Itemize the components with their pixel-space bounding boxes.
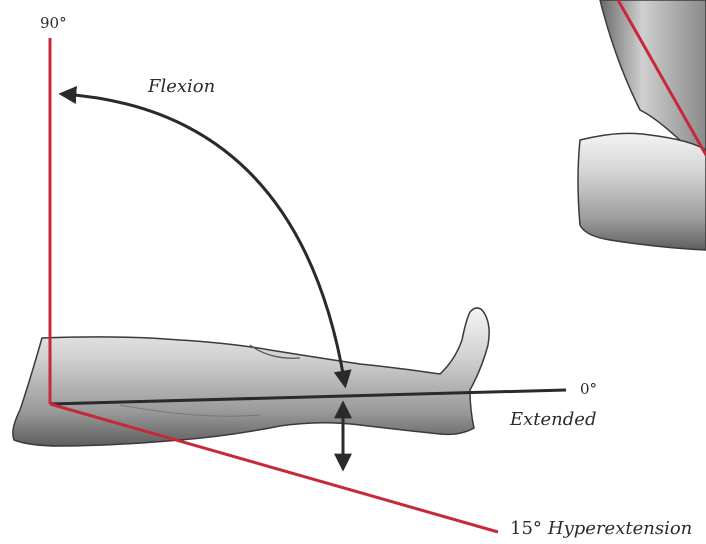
- label-extended: Extended: [509, 409, 596, 430]
- label-hyperextension: 15°Hyperextension: [510, 518, 692, 539]
- label-hyperextension-word: Hyperextension: [547, 518, 692, 539]
- extended-leg: [13, 308, 489, 446]
- flexed-leg-illustration: [578, 0, 706, 250]
- flexed-lower-leg: [578, 133, 706, 250]
- label-flexion: Flexion: [147, 76, 215, 97]
- label-15-degrees: 15°: [510, 518, 542, 539]
- label-90-degrees: 90°: [40, 14, 67, 32]
- label-0-degrees: 0°: [580, 380, 597, 398]
- extended-leg-illustration: [13, 308, 489, 446]
